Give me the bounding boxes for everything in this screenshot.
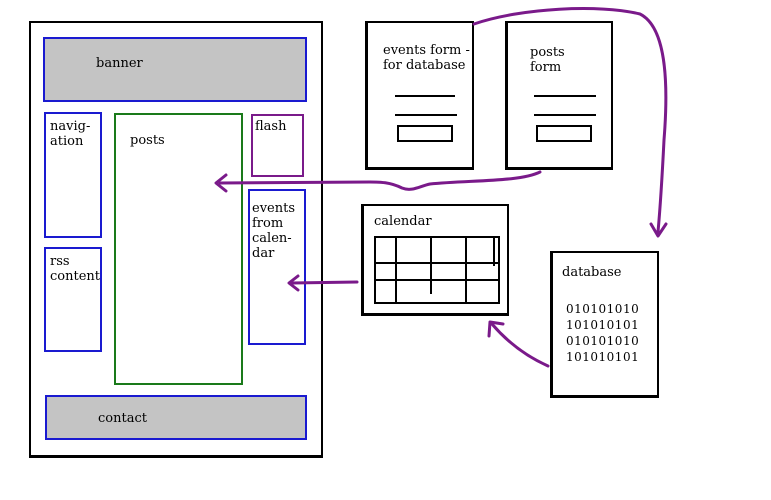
banner-region: banner: [43, 37, 307, 102]
database-title: database: [562, 265, 622, 280]
events-form-document: events form - for database: [365, 21, 474, 170]
posts-form-line-1: [534, 95, 596, 97]
arrow-database-to-calendar-head: [487, 320, 505, 338]
calendar-grid-lines: [374, 238, 500, 302]
events-from-calendar-region: events from calen- dar: [248, 189, 306, 345]
calendar-box: calendar: [361, 204, 509, 316]
events-form-line-1: [395, 95, 455, 97]
flash-label: flash: [255, 119, 287, 134]
binary-row: 101010101: [566, 350, 640, 364]
rss-content-region: rss content: [44, 247, 102, 352]
contact-label: contact: [98, 411, 147, 426]
flash-region: flash: [251, 114, 304, 177]
arrow-database-to-calendar: [490, 322, 550, 368]
contact-region: contact: [45, 395, 307, 440]
binary-row: 101010101: [566, 318, 640, 332]
posts-form-line-2: [534, 114, 596, 116]
posts-form-title: posts form: [530, 45, 565, 75]
navigation-region: navig- ation: [44, 112, 102, 238]
rss-content-label: rss content: [50, 254, 100, 284]
database-binary: 010101010 101010101 010101010 101010101: [566, 301, 639, 365]
events-form-title: events form - for database: [383, 43, 470, 73]
posts-label: posts: [130, 133, 165, 148]
posts-region: posts: [114, 113, 243, 385]
events-form-field: [397, 125, 453, 142]
calendar-title: calendar: [374, 214, 432, 229]
binary-row: 010101010: [566, 302, 640, 316]
posts-form-field: [536, 125, 592, 142]
banner-label: banner: [96, 56, 143, 71]
binary-row: 010101010: [566, 334, 640, 348]
database-document: database 010101010 101010101 010101010 1…: [550, 251, 659, 398]
calendar-grid: [374, 236, 500, 304]
events-form-line-2: [395, 114, 457, 116]
navigation-label: navig- ation: [50, 119, 91, 149]
events-from-calendar-label: events from calen- dar: [252, 201, 295, 261]
page-layout-frame: [29, 21, 323, 458]
arrow-events-form-to-database-head: [649, 222, 668, 238]
posts-form-document: posts form: [505, 21, 613, 170]
